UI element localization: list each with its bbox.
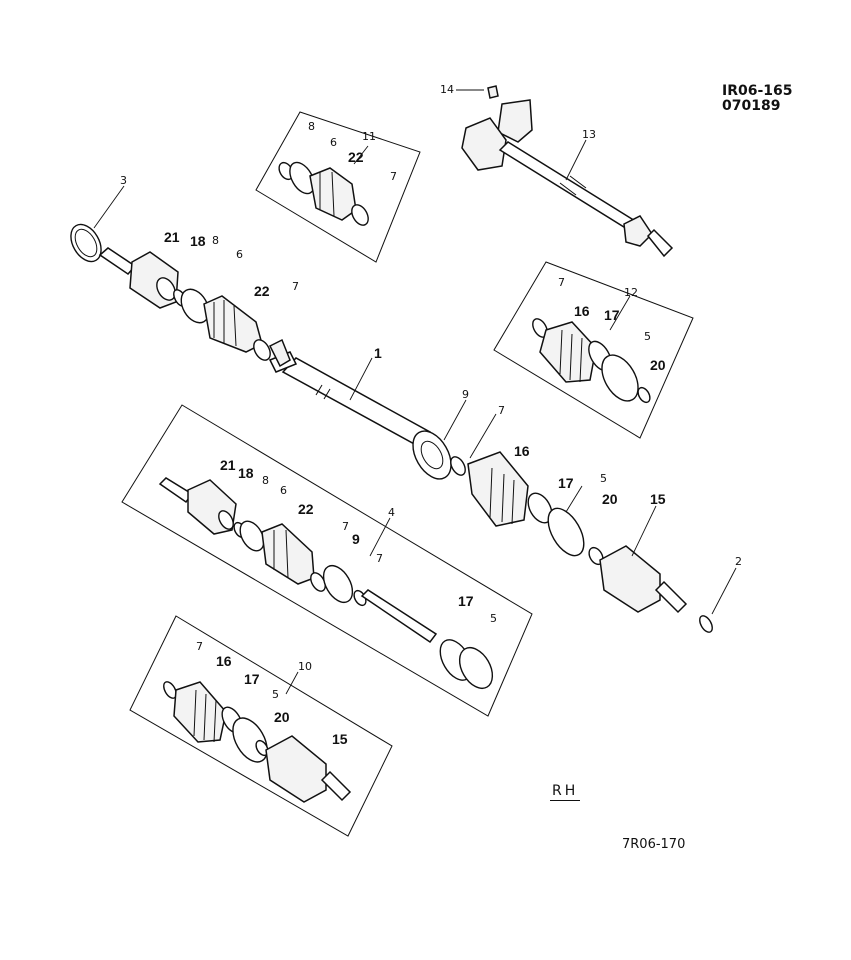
kit-box-10: [129, 615, 393, 837]
callout-5-kit12: 5: [644, 330, 651, 343]
intermediate-shaft: [461, 85, 674, 258]
callout-7-kit4-b: 7: [376, 552, 383, 565]
leader-lines: [93, 89, 737, 695]
callout-7-upper: 7: [292, 280, 299, 293]
callout-6-kit11: 6: [330, 136, 337, 149]
callout-4: 4: [388, 506, 395, 519]
drive-shaft-main: [268, 351, 432, 447]
side-label-rh: RH: [550, 783, 581, 801]
callout-2: 2: [735, 555, 742, 568]
callout-5-main: 5: [600, 472, 607, 485]
kit-box-4: [121, 404, 533, 717]
snap-ring-2: [699, 615, 713, 633]
boot-clamp-6: [180, 288, 210, 324]
callout-6-upper: 6: [236, 248, 243, 261]
callout-7-kit12: 7: [558, 276, 565, 289]
callout-6-kit4: 6: [280, 484, 287, 497]
callout-15-kit10: 15: [332, 731, 348, 747]
bracket: [497, 99, 533, 143]
callout-17-kit12: 17: [604, 307, 620, 323]
outer-joint-upper: [70, 223, 291, 368]
callout-17-kit4: 17: [458, 593, 474, 609]
callout-1: 1: [374, 345, 382, 361]
callout-8-kit11: 8: [308, 120, 315, 133]
callout-5-kit4: 5: [490, 612, 497, 625]
boot-clamp-7: [253, 339, 271, 361]
callout-7-main: 7: [498, 404, 505, 417]
callout-10: 10: [298, 660, 312, 673]
callout-20-kit12: 20: [650, 357, 666, 373]
inner-joint-right: [412, 430, 713, 633]
callout-15-main: 15: [650, 491, 666, 507]
bolt-14: [487, 85, 499, 99]
diagram-code: IR06-165: [722, 83, 793, 99]
kit-box-12: [493, 261, 694, 439]
callout-12: 12: [624, 286, 638, 299]
callout-13: 13: [582, 128, 596, 141]
kit-4-parts: [158, 477, 494, 689]
callout-3: 3: [120, 174, 127, 187]
callout-7-kit4-a: 7: [342, 520, 349, 533]
figure-reference: 7R06-170: [622, 837, 686, 852]
callout-7-kit10: 7: [196, 640, 203, 653]
diagram-date: 070189: [722, 98, 781, 114]
callout-20-kit10: 20: [274, 709, 290, 725]
callout-16-main: 16: [514, 443, 530, 459]
callout-9-main: 9: [462, 388, 469, 401]
kit-10-parts: [163, 681, 352, 803]
callout-8-upper: 8: [212, 234, 219, 247]
callout-16-kit12: 16: [574, 303, 590, 319]
callout-5-kit10: 5: [272, 688, 279, 701]
callout-22-kit4: 22: [298, 501, 314, 517]
callout-22-upper: 22: [254, 283, 270, 299]
inner-joint-housing-15: [599, 545, 661, 613]
boot-16: [467, 451, 529, 527]
kit-11-parts: [278, 161, 369, 226]
callout-17-kit10: 17: [244, 671, 260, 687]
retaining-ring-3: [70, 223, 102, 263]
callout-22-kit11: 22: [348, 149, 364, 165]
callout-7-kit11: 7: [390, 170, 397, 183]
callout-20-main: 20: [602, 491, 618, 507]
kit-12-parts: [532, 318, 651, 404]
callout-16-kit10: 16: [216, 653, 232, 669]
callout-14: 14: [440, 83, 454, 96]
callout-17-main: 17: [558, 475, 574, 491]
callout-18-kit4: 18: [238, 465, 254, 481]
center-bearing: [461, 117, 507, 171]
callout-11: 11: [362, 130, 376, 143]
callout-21-kit4: 21: [220, 457, 236, 473]
diagram-code-header: IR06-165 070189: [722, 84, 793, 114]
callout-9-kit4: 9: [352, 531, 360, 547]
callout-8-kit4: 8: [262, 474, 269, 487]
boot-22: [203, 295, 263, 353]
kit-box-11: [255, 111, 421, 263]
callout-21-upper: 21: [164, 229, 180, 245]
callout-18-upper: 18: [190, 233, 206, 249]
